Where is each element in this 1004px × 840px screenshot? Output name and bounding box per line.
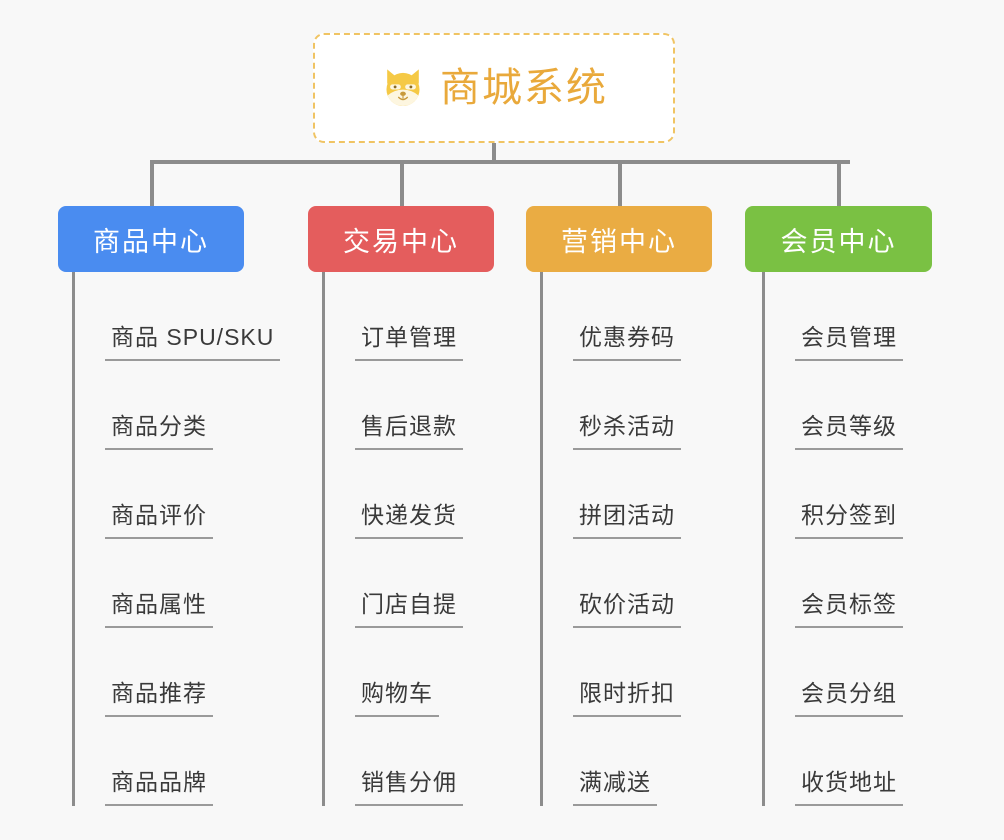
- leaf-list-member-center: 会员管理 会员等级 积分签到 会员标签 会员分组 收货地址: [745, 272, 932, 806]
- leaf-item[interactable]: 商品评价: [58, 450, 244, 539]
- leaf-item-label: 砍价活动: [573, 585, 681, 628]
- leaf-item[interactable]: 满减送: [526, 717, 712, 806]
- leaf-item[interactable]: 订单管理: [308, 272, 494, 361]
- leaf-item-label: 门店自提: [355, 585, 463, 628]
- category-header-label: 营销中心: [561, 226, 677, 257]
- leaf-item[interactable]: 快递发货: [308, 450, 494, 539]
- leaf-list-marketing-center: 优惠券码 秒杀活动 拼团活动 砍价活动 限时折扣 满减送: [526, 272, 712, 806]
- leaf-item-label: 限时折扣: [573, 674, 681, 717]
- category-header-trade-center[interactable]: 交易中心: [308, 206, 494, 272]
- leaf-list-trade-center: 订单管理 售后退款 快递发货 门店自提 购物车 销售分佣: [308, 272, 494, 806]
- leaf-item-label: 满减送: [573, 763, 657, 806]
- connector-drop-1: [150, 160, 154, 206]
- leaf-item-label: 订单管理: [355, 318, 463, 361]
- leaf-item[interactable]: 会员分组: [745, 628, 932, 717]
- connector-spine-3: [540, 272, 543, 806]
- leaf-item[interactable]: 收货地址: [745, 717, 932, 806]
- leaf-item[interactable]: 拼团活动: [526, 450, 712, 539]
- connector-drop-2: [400, 160, 404, 206]
- leaf-item-label: 收货地址: [795, 763, 903, 806]
- leaf-item-label: 会员管理: [795, 318, 903, 361]
- leaf-item-label: 秒杀活动: [573, 407, 681, 450]
- leaf-item[interactable]: 优惠券码: [526, 272, 712, 361]
- leaf-list-product-center: 商品 SPU/SKU 商品分类 商品评价 商品属性 商品推荐 商品品牌: [58, 272, 281, 806]
- leaf-item[interactable]: 商品属性: [58, 539, 244, 628]
- connector-drop-4: [837, 160, 841, 206]
- leaf-item-label: 商品品牌: [105, 763, 213, 806]
- leaf-item[interactable]: 会员标签: [745, 539, 932, 628]
- leaf-item-label: 商品属性: [105, 585, 213, 628]
- leaf-item[interactable]: 售后退款: [308, 361, 494, 450]
- leaf-item-label: 积分签到: [795, 496, 903, 539]
- category-header-label: 交易中心: [343, 226, 459, 257]
- leaf-item[interactable]: 会员管理: [745, 272, 932, 361]
- leaf-item[interactable]: 砍价活动: [526, 539, 712, 628]
- category-header-member-center[interactable]: 会员中心: [745, 206, 932, 272]
- leaf-item[interactable]: 积分签到: [745, 450, 932, 539]
- leaf-item[interactable]: 门店自提: [308, 539, 494, 628]
- category-header-marketing-center[interactable]: 营销中心: [526, 206, 712, 272]
- category-column-marketing-center: 营销中心 优惠券码 秒杀活动 拼团活动 砍价活动 限时折扣 满减送: [526, 160, 712, 806]
- category-header-label: 商品中心: [93, 226, 209, 257]
- category-column-member-center: 会员中心 会员管理 会员等级 积分签到 会员标签 会员分组 收货地址: [745, 160, 932, 806]
- category-column-product-center: 商品中心 商品 SPU/SKU 商品分类 商品评价 商品属性 商品推荐 商品品牌: [58, 160, 281, 806]
- connector-root-stem: [492, 143, 496, 163]
- root-node-title: 商城系统: [440, 66, 608, 110]
- leaf-item[interactable]: 商品 SPU/SKU: [58, 272, 281, 361]
- leaf-item[interactable]: 秒杀活动: [526, 361, 712, 450]
- category-header-product-center[interactable]: 商品中心: [58, 206, 244, 272]
- leaf-item-label: 会员分组: [795, 674, 903, 717]
- leaf-item[interactable]: 商品推荐: [58, 628, 244, 717]
- leaf-item-label: 商品分类: [105, 407, 213, 450]
- leaf-item-label: 快递发货: [355, 496, 463, 539]
- leaf-item-label: 售后退款: [355, 407, 463, 450]
- leaf-item-label: 购物车: [355, 674, 439, 717]
- shiba-dog-face-icon: [386, 69, 420, 106]
- leaf-item-label: 销售分佣: [355, 763, 463, 806]
- connector-spine-1: [72, 272, 75, 806]
- connector-horizontal-bus: [150, 160, 850, 164]
- leaf-item-label: 拼团活动: [573, 496, 681, 539]
- leaf-item-label: 优惠券码: [573, 318, 681, 361]
- leaf-item-label: 会员等级: [795, 407, 903, 450]
- leaf-item-label: 商品 SPU/SKU: [105, 318, 281, 361]
- leaf-item[interactable]: 购物车: [308, 628, 494, 717]
- category-header-label: 会员中心: [780, 226, 897, 257]
- connector-spine-4: [762, 272, 765, 806]
- leaf-item-label: 商品推荐: [105, 674, 213, 717]
- leaf-item[interactable]: 限时折扣: [526, 628, 712, 717]
- leaf-item[interactable]: 商品品牌: [58, 717, 244, 806]
- leaf-item-label: 商品评价: [105, 496, 213, 539]
- category-column-trade-center: 交易中心 订单管理 售后退款 快递发货 门店自提 购物车 销售分佣: [308, 160, 494, 806]
- connector-spine-2: [322, 272, 325, 806]
- connector-drop-3: [618, 160, 622, 206]
- leaf-item-label: 会员标签: [795, 585, 903, 628]
- leaf-item[interactable]: 销售分佣: [308, 717, 494, 806]
- root-node-shop-system[interactable]: 商城系统: [313, 33, 675, 143]
- leaf-item[interactable]: 会员等级: [745, 361, 932, 450]
- leaf-item[interactable]: 商品分类: [58, 361, 244, 450]
